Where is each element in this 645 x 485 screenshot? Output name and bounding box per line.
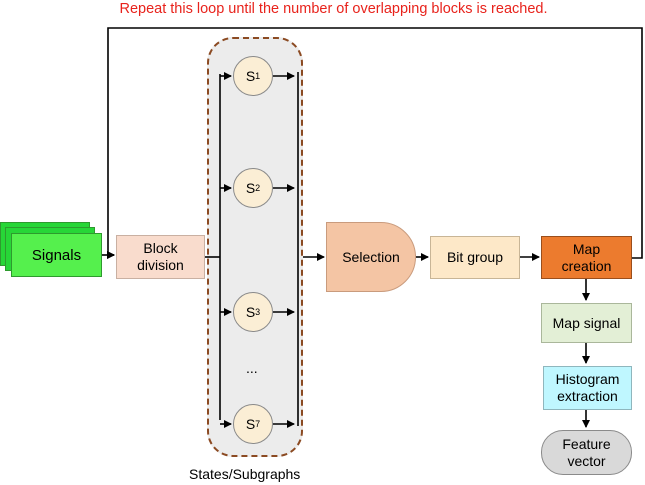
selection-label: Selection [342, 248, 400, 265]
state-s3-base: S [245, 304, 256, 320]
loop-connector [107, 27, 643, 259]
feature-vector-box: Feature vector [541, 430, 632, 475]
state-s2-base: S [245, 180, 256, 196]
state-s7-base: S [245, 416, 256, 432]
signals-box: Signals [11, 233, 102, 277]
block-division-label: Block division [137, 240, 184, 273]
map-creation-label: Map creation [561, 240, 612, 274]
histogram-extraction-label: Histogram extraction [555, 371, 620, 404]
map-signal-box: Map signal [541, 303, 632, 343]
block-division-box: Block division [116, 235, 205, 279]
state-s1-base: S [245, 68, 256, 84]
map-signal-label: Map signal [552, 314, 621, 331]
histogram-extraction-box: Histogram extraction [543, 366, 632, 410]
state-s3-sub: 3 [255, 307, 261, 317]
map-creation-box: Map creation [541, 236, 632, 279]
state-s1-sub: 1 [255, 71, 261, 81]
selection-box: Selection [326, 222, 416, 292]
state-s2-sub: 2 [255, 183, 261, 193]
states-group-caption: States/Subgraphs [189, 466, 301, 482]
states-group [207, 37, 303, 457]
state-s7-sub: 7 [255, 419, 261, 429]
loop-note: Repeat this loop until the number of ove… [119, 1, 548, 17]
feature-vector-label: Feature vector [562, 435, 611, 469]
signals-label: Signals [31, 246, 82, 264]
bit-group-box: Bit group [430, 236, 520, 279]
states-ellipsis: ... [246, 360, 258, 376]
bit-group-label: Bit group [446, 249, 504, 265]
